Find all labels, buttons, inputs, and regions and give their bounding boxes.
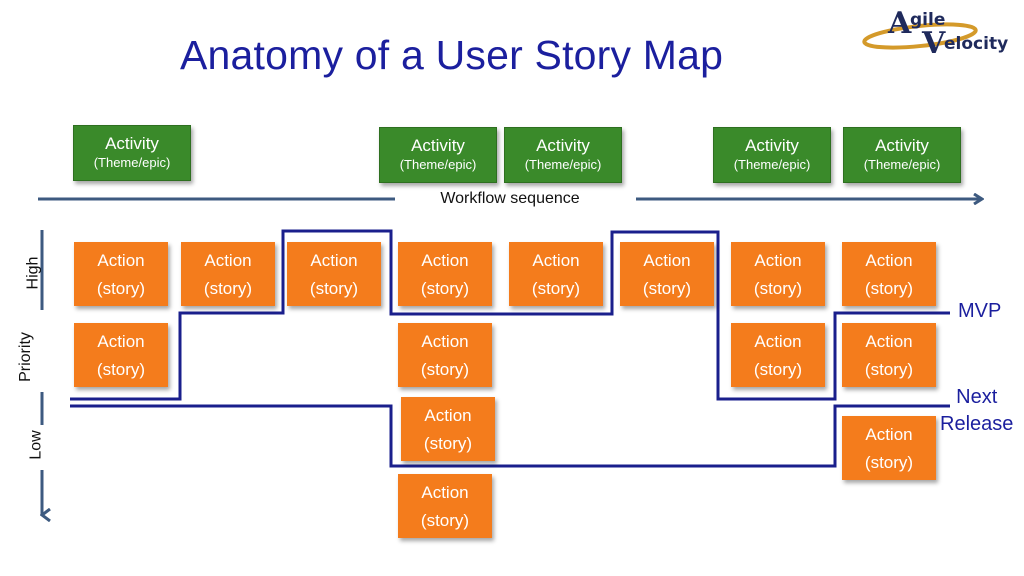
next-release-line [70, 404, 950, 468]
priority-axis-label: Priority [16, 332, 34, 382]
action-card: Action(story) [398, 242, 492, 306]
page-title: Anatomy of a User Story Map [180, 32, 724, 78]
next-release-label: Next Release [940, 386, 1014, 435]
activity-card: Activity (Theme/epic) [504, 127, 622, 183]
action-card: Action(story) [842, 416, 936, 480]
action-card: Action(story) [398, 323, 492, 387]
agile-velocity-logo: A gile V elocity [858, 4, 1018, 64]
mvp-label: MVP [958, 300, 1002, 322]
action-card: Action(story) [731, 242, 825, 306]
action-card: Action(story) [74, 242, 168, 306]
action-card: Action(story) [401, 397, 495, 461]
action-card: Action(story) [398, 474, 492, 538]
activity-card: Activity (Theme/epic) [73, 125, 191, 181]
action-card: Action(story) [620, 242, 714, 306]
activity-card: Activity (Theme/epic) [379, 127, 497, 183]
logo-swoosh-icon [862, 22, 978, 50]
activity-card: Activity (Theme/epic) [713, 127, 831, 183]
workflow-sequence-label: Workflow sequence [440, 190, 580, 207]
priority-low-label: Low [27, 430, 45, 460]
priority-high-label: High [24, 256, 42, 290]
action-card: Action(story) [509, 242, 603, 306]
action-card: Action(story) [74, 323, 168, 387]
action-card: Action(story) [842, 323, 936, 387]
action-card: Action(story) [842, 242, 936, 306]
action-card: Action(story) [731, 323, 825, 387]
action-card: Action(story) [287, 242, 381, 306]
action-card: Action(story) [181, 242, 275, 306]
activity-card: Activity (Theme/epic) [843, 127, 961, 183]
mvp-line [70, 229, 950, 401]
